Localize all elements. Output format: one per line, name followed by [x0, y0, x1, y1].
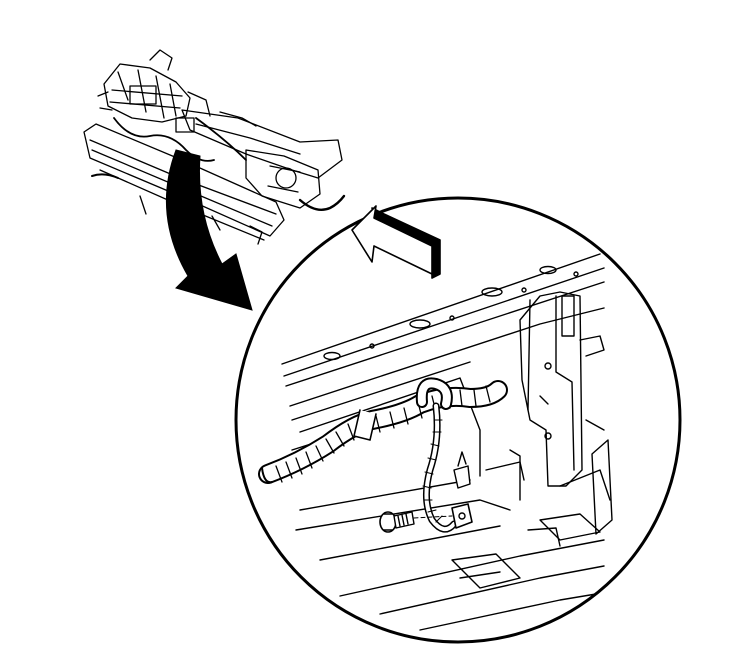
wiring-harness	[262, 383, 498, 482]
callout-arrow	[166, 150, 252, 310]
vehicle-front-end-overview	[84, 50, 344, 244]
frame-bracket	[486, 292, 612, 534]
harness-ground-wire	[423, 406, 454, 529]
ground-bolt	[380, 512, 452, 532]
ground-terminal	[452, 452, 472, 528]
detail-magnifier-circle	[236, 198, 680, 642]
vehicle-front-direction-arrow	[352, 206, 440, 278]
